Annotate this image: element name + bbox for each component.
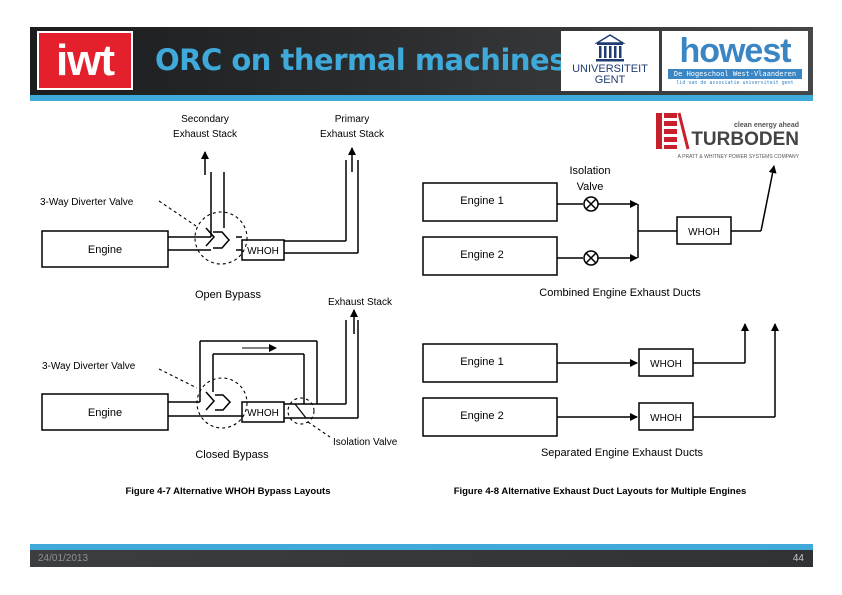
whoh-box <box>241 401 285 423</box>
engine1-label: Engine 1 <box>460 356 503 368</box>
open-bypass-caption: Open Bypass <box>195 289 262 301</box>
footer-date: 24/01/2013 <box>38 553 89 564</box>
iwt-logo: iwt <box>37 31 133 90</box>
combined-caption: Combined Engine Exhaust Ducts <box>539 287 701 299</box>
turboden-mark-icon <box>656 112 690 150</box>
diverter-valve-label: 3-Way Diverter Valve <box>40 197 134 208</box>
ugent-line2: GENT <box>594 74 626 86</box>
figure-4-8-caption: Figure 4-8 Alternative Exhaust Duct Layo… <box>454 486 747 497</box>
engine1-box <box>422 182 558 222</box>
isolation-valve-icon <box>583 196 599 212</box>
closed-bypass-caption: Closed Bypass <box>195 449 269 461</box>
engine1-label: Engine 1 <box>460 195 503 207</box>
whoh-label: WHOH <box>688 227 720 238</box>
howest-wordmark: howest <box>679 32 791 70</box>
engine-box <box>41 393 169 431</box>
closed-bypass-diagram: Exhaust Stack Engine 3-Way Diverter Valv… <box>41 297 398 461</box>
whoh2-label: WHOH <box>650 413 682 424</box>
diverter-valve-label: 3-Way Diverter Valve <box>42 361 136 372</box>
separated-ducts-diagram: Engine 1 Engine 2 WHOH WHOH Separated En… <box>422 323 779 459</box>
whoh-label: WHOH <box>247 408 279 419</box>
engine2-label: Engine 2 <box>460 410 503 422</box>
slide-title: ORC on thermal machines <box>155 43 566 77</box>
page-number: 44 <box>792 553 804 564</box>
isolation-valve-line1: Isolation <box>570 165 611 177</box>
isolation-valve-icon <box>583 250 599 266</box>
turboden-slogan: clean energy ahead <box>734 122 799 129</box>
combined-ducts-diagram: Isolation Valve Engine 1 Engine 2 WHOH C… <box>422 165 777 299</box>
ugent-building-icon <box>594 34 626 62</box>
slide-footer <box>30 550 813 567</box>
exhaust-stack-label: Exhaust Stack <box>328 297 393 308</box>
footer-accent-stripe <box>30 544 813 550</box>
isolation-valve-line2: Valve <box>577 181 604 193</box>
engine-label: Engine <box>88 407 122 419</box>
whoh-box <box>241 239 285 261</box>
isolation-valve-label: Isolation Valve <box>333 437 398 448</box>
howest-tagline: De Hogeschool West-Vlaanderen <box>668 69 802 79</box>
howest-logo: howest De Hogeschool West-Vlaanderen lid… <box>662 31 808 91</box>
turboden-name: TURBODEN <box>691 129 799 150</box>
ugent-logo: UNIVERSITEIT GENT <box>561 31 659 91</box>
whoh-label: WHOH <box>247 246 279 257</box>
ugent-name: UNIVERSITEIT GENT <box>561 64 659 86</box>
turboden-logo: clean energy ahead TURBODEN A PRATT & WH… <box>656 112 800 160</box>
turboden-company: A PRATT & WHITNEY POWER SYSTEMS COMPANY <box>678 154 800 160</box>
howest-subline: lid van de associatie universiteit gent <box>676 80 794 86</box>
engine-label: Engine <box>88 244 122 256</box>
secondary-stack-line1: Secondary <box>181 114 229 125</box>
whoh1-label: WHOH <box>650 359 682 370</box>
open-bypass-diagram: Secondary Exhaust Stack Primary Exhaust … <box>40 114 385 301</box>
header-accent-stripe <box>30 95 813 101</box>
engine-box <box>41 230 169 268</box>
separated-caption: Separated Engine Exhaust Ducts <box>541 447 704 459</box>
engine2-label: Engine 2 <box>460 249 503 261</box>
primary-stack-line1: Primary <box>335 114 369 125</box>
primary-stack-line2: Exhaust Stack <box>320 129 385 140</box>
engine2-box <box>422 236 558 276</box>
ugent-line1: UNIVERSITEIT <box>572 63 648 75</box>
figure-4-7-caption: Figure 4-7 Alternative WHOH Bypass Layou… <box>125 486 330 497</box>
secondary-stack-line2: Exhaust Stack <box>173 129 238 140</box>
